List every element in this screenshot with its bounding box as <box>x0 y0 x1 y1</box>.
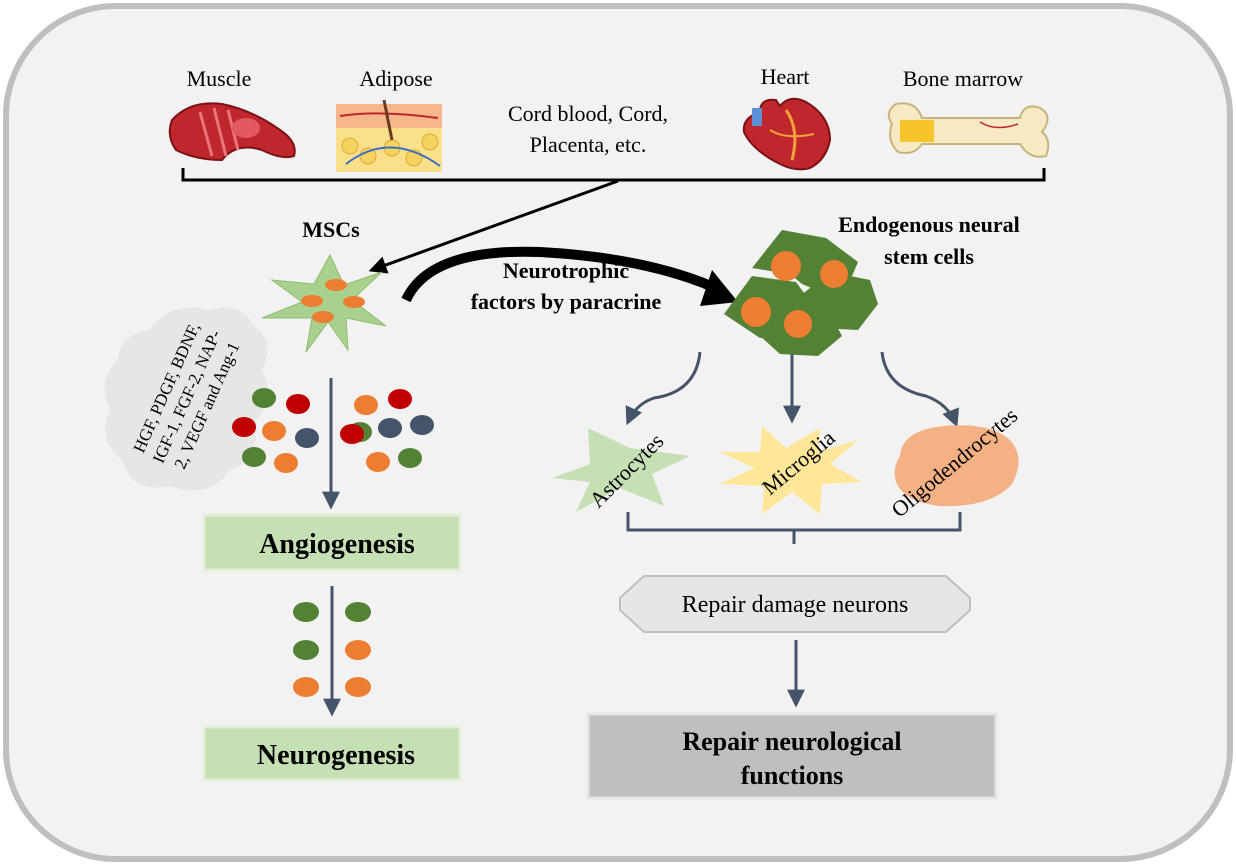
neural-stem-cells-icon <box>724 230 878 356</box>
source-heart-label: Heart <box>761 64 810 89</box>
factor-cloud <box>104 307 268 491</box>
microglia-icon <box>720 426 862 514</box>
repair-functions-label-line2: functions <box>741 761 844 790</box>
source-adipose-label: Adipose <box>359 66 432 91</box>
factor-dots-lower <box>293 602 371 697</box>
angiogenesis-label: Angiogenesis <box>259 529 415 560</box>
astrocyte-icon <box>552 428 690 512</box>
neural-stem-label-line1: Endogenous neural <box>838 212 1020 237</box>
stem-to-oligodendrocytes-arrow <box>880 351 960 428</box>
msc-label: MSCs <box>302 217 360 242</box>
source-cord-label-line2: Placenta, etc. <box>530 132 647 157</box>
source-cord-label-line1: Cord blood, Cord, <box>508 101 668 126</box>
repair-functions-label-line1: Repair neurological <box>682 727 901 756</box>
source-muscle-label: Muscle <box>187 66 252 91</box>
paracrine-arrowhead <box>700 270 738 306</box>
sources-bracket <box>181 168 1046 182</box>
repair-functions-box <box>586 712 998 800</box>
neurogenesis-label: Neurogenesis <box>257 740 415 771</box>
sources-to-msc-arrow <box>368 179 619 274</box>
neurogenesis-box <box>202 725 462 782</box>
paracrine-label-line2: factors by paracrine <box>471 289 662 314</box>
angiogenesis-box <box>202 513 462 572</box>
muscle-icon <box>168 102 296 162</box>
paracrine-arrow <box>401 246 723 303</box>
factor-dots-upper <box>232 388 434 473</box>
stem-to-astrocytes-arrow <box>625 351 702 426</box>
repair-neurons-label: Repair damage neurons <box>682 592 909 618</box>
neural-stem-label-line2: stem cells <box>884 244 974 269</box>
cells-bracket <box>626 512 962 544</box>
repair-neurons-box <box>619 575 971 633</box>
bone-marrow-icon <box>887 102 1050 158</box>
paracrine-label-line1: Neurotrophic <box>503 258 630 283</box>
oligodendrocyte-icon <box>894 425 1019 507</box>
source-bone-marrow-label: Bone marrow <box>903 66 1023 91</box>
heart-icon <box>742 97 832 171</box>
adipose-icon <box>336 99 442 172</box>
msc-cell-icon <box>261 253 387 353</box>
